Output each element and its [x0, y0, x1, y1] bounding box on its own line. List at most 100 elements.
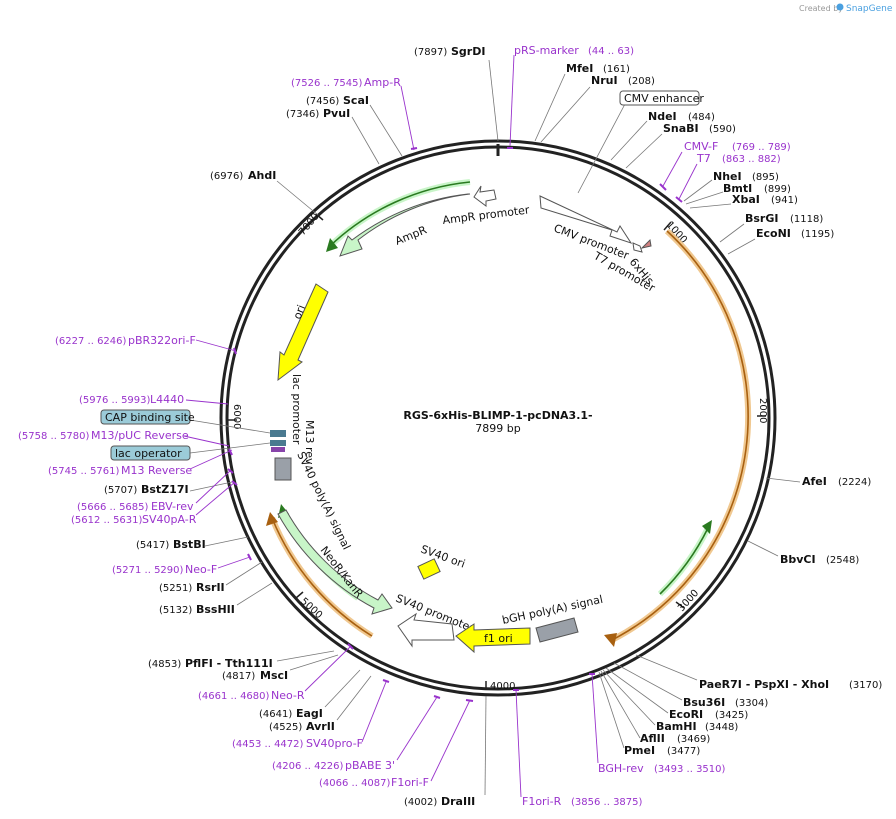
primer-name: T7 [696, 152, 711, 165]
site-name: EagI [296, 707, 323, 720]
primer-range: (4066 .. 4087) [319, 778, 391, 789]
primer-range: (5758 .. 5780) [18, 431, 90, 442]
site-pos: (208) [628, 76, 655, 87]
primer-range: (44 .. 63) [588, 46, 634, 57]
primer-name: SV40pro-F [306, 737, 363, 750]
primer-range: (5976 .. 5993) [79, 395, 151, 406]
site-name: AfeI [802, 475, 827, 488]
plasmid-size: 7899 bp [475, 422, 520, 435]
site-name: EcoNI [756, 227, 791, 240]
site-pos: (4817) [222, 671, 255, 682]
primers: pRS-marker (44 .. 63) CMV-F (769 .. 789)… [18, 44, 791, 808]
cap-binding-site-box: CAP binding site [100, 409, 271, 434]
bgh-polya-label: bGH poly(A) signal [501, 593, 604, 627]
site-pos: (484) [688, 112, 715, 123]
cap-binding-site-label: CAP binding site [105, 411, 195, 424]
site-pos: (941) [771, 195, 798, 206]
primer-name: M13 Reverse [121, 464, 192, 477]
site-pos: (7346) [286, 109, 319, 120]
site-pos: (4641) [259, 709, 292, 720]
site-name: BmtI [723, 182, 752, 195]
primer-range: (7526 .. 7545) [291, 78, 363, 89]
primer-name: L4440 [150, 393, 184, 406]
site-pos: (6976) [210, 171, 243, 182]
site-name: SgrDI [451, 45, 485, 58]
site-name: BbvCI [780, 553, 816, 566]
site-pos: (2548) [826, 555, 859, 566]
bgh-polya-feature [535, 617, 579, 643]
site-name: AvrII [306, 720, 335, 733]
site-pos: (590) [709, 124, 736, 135]
site-name: NruI [591, 74, 618, 87]
site-pos: (4002) [404, 797, 437, 808]
tick-label: 2000 [757, 398, 768, 423]
primer-name: Neo-F [185, 563, 217, 576]
primer-range: (4206 .. 4226) [272, 761, 344, 772]
site-pos: (3170) [849, 680, 882, 691]
site-name: MfeI [566, 62, 593, 75]
m13-rev-label: M13 rev [303, 420, 316, 465]
site-pos: (7897) [414, 47, 447, 58]
amp-arc [326, 179, 471, 252]
site-pos: (161) [603, 64, 630, 75]
site-pos: (2224) [838, 477, 871, 488]
site-name: BsrGI [745, 212, 778, 225]
primer-range: (769 .. 789) [732, 142, 791, 153]
site-pos: (5417) [136, 540, 169, 551]
site-name: BstBI [173, 538, 206, 551]
site-pos: (3304) [735, 698, 768, 709]
site-name: PflFI - Tth111I [185, 657, 273, 670]
site-pos: (899) [764, 184, 791, 195]
site-name: BssHII [196, 603, 235, 616]
site-name: ScaI [343, 94, 369, 107]
ampr-promoter-label: AmpR promoter [442, 203, 531, 227]
primer-name: BGH-rev [598, 762, 644, 775]
site-name: BstZ17I [141, 483, 189, 496]
ampr-feature [339, 193, 471, 257]
site-pos: (5707) [104, 485, 137, 496]
site-name: XbaI [732, 193, 760, 206]
site-pos: (1118) [790, 214, 823, 225]
site-name: BamHI [656, 720, 697, 733]
primer-name: pRS-marker [514, 44, 579, 57]
tick-label: 5000 [298, 596, 324, 621]
primer-range: (5745 .. 5761) [48, 466, 120, 477]
primer-range: (3856 .. 3875) [571, 797, 643, 808]
site-name: MscI [260, 669, 288, 682]
neor-kanr-feature [277, 509, 393, 615]
ampr-label: AmpR [393, 223, 429, 247]
plasmid-name: RGS-6xHis-BLIMP-1-pcDNA3.1- [403, 409, 592, 422]
credit-prefix: Created by [799, 4, 843, 13]
site-name: AhdI [248, 169, 276, 182]
site-pos: (7456) [306, 96, 339, 107]
primer-range: (3493 .. 3510) [654, 764, 726, 775]
primer-name: Amp-R [364, 76, 401, 89]
m13-rev-feature [271, 447, 285, 452]
lac-operator-label: lac operator [115, 447, 182, 460]
green-arc-right [657, 520, 712, 597]
site-pos: (4525) [269, 722, 302, 733]
primer-name: pBABE 3' [345, 759, 395, 772]
primer-range: (5666 .. 5685) [77, 502, 149, 513]
site-name: PaeR7I - PspXI - XhoI [699, 678, 829, 691]
site-pos: (895) [752, 172, 779, 183]
tick-mark [315, 213, 324, 221]
site-pos: (3477) [667, 746, 700, 757]
site-pos: (5132) [159, 605, 192, 616]
tick-label: 4000 [490, 681, 515, 692]
primer-range: (5271 .. 5290) [112, 565, 184, 576]
site-name: PvuI [323, 107, 350, 120]
primer-name: pBR322ori-F [128, 334, 196, 347]
site-pos: (4853) [148, 659, 181, 670]
site-name: PmeI [624, 744, 655, 757]
site-name: EcoRI [669, 708, 703, 721]
site-name: NheI [713, 170, 742, 183]
orf-arc-right [604, 228, 752, 647]
site-pos: (1195) [801, 229, 834, 240]
primer-range: (4453 .. 4472) [232, 739, 304, 750]
primer-name: F1ori-R [522, 795, 562, 808]
primer-name: M13/pUC Reverse [91, 429, 189, 442]
cmv-enhancer-box: CMV enhancer [577, 90, 704, 194]
primer-range: (4661 .. 4680) [198, 691, 270, 702]
